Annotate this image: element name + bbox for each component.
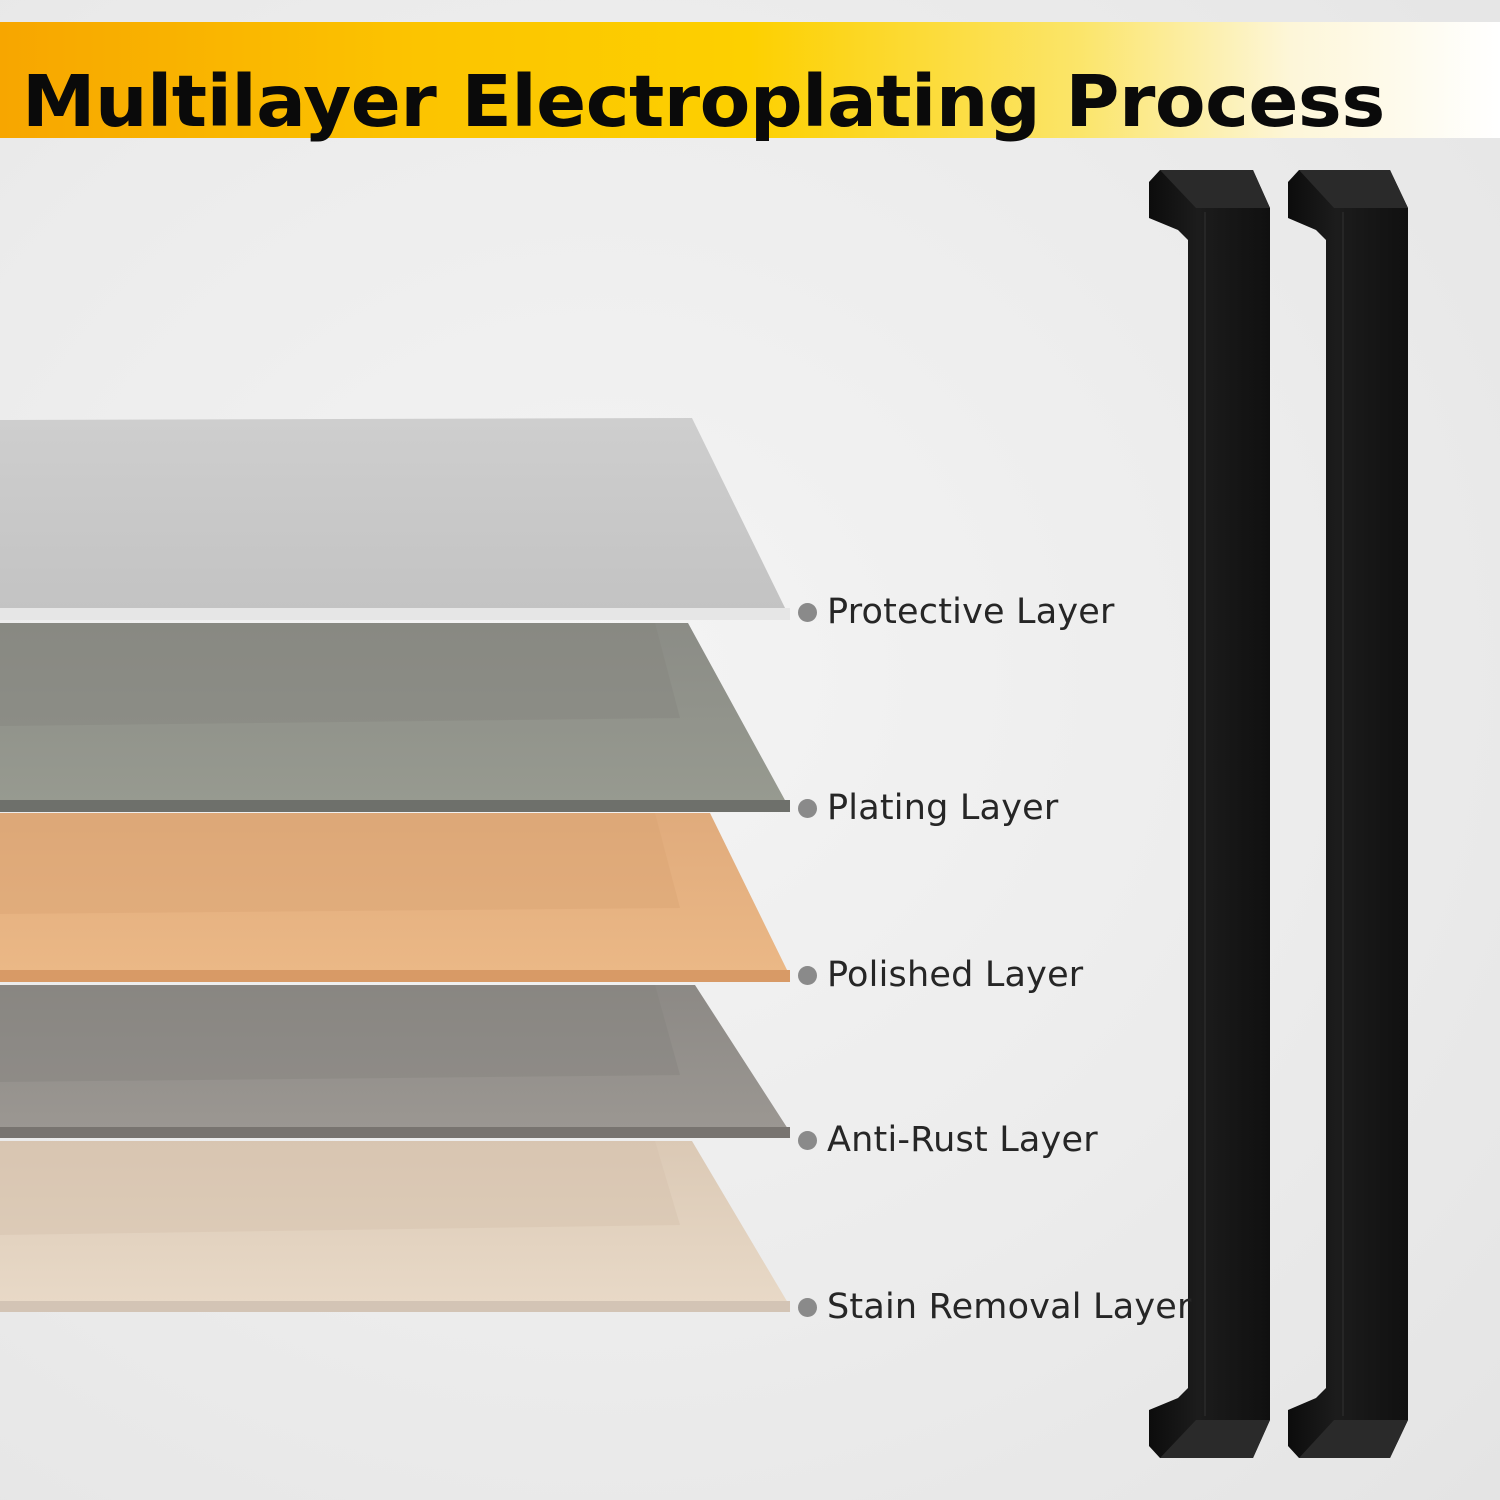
layer-label-plating: Plating Layer	[798, 786, 1058, 830]
layer-label-text: Polished Layer	[827, 955, 1084, 995]
bullet-dot-icon	[798, 798, 817, 818]
layer-label-text: Plating Layer	[827, 788, 1059, 828]
layer-label-text: Protective Layer	[827, 592, 1115, 632]
page-title: Multilayer Electroplating Process	[22, 60, 1385, 143]
layer-label-protective: Protective Layer	[798, 590, 1115, 634]
layer-sheet-protective	[0, 418, 790, 620]
layer-label-anti-rust: Anti-Rust Layer	[798, 1118, 1098, 1162]
bar-pull-handle-icon	[1149, 170, 1270, 1458]
layer-label-text: Anti-Rust Layer	[827, 1120, 1098, 1160]
bullet-dot-icon	[798, 602, 817, 622]
layer-label-polished: Polished Layer	[798, 953, 1083, 997]
bullet-dot-icon	[798, 965, 817, 985]
title-banner: Multilayer Electroplating Process	[0, 22, 1500, 143]
bullet-dot-icon	[798, 1130, 817, 1150]
bar-pull-handle-icon	[1288, 170, 1408, 1458]
layer-label-stain-removal: Stain Removal Layer	[798, 1285, 1192, 1329]
layer-sheet-plating	[0, 623, 790, 812]
layer-label-text: Stain Removal Layer	[827, 1287, 1192, 1327]
layer-sheet-polished	[0, 813, 790, 982]
layer-sheet-anti-rust	[0, 985, 790, 1138]
layer-sheet-stain-removal	[0, 1141, 790, 1312]
bullet-dot-icon	[798, 1297, 817, 1317]
